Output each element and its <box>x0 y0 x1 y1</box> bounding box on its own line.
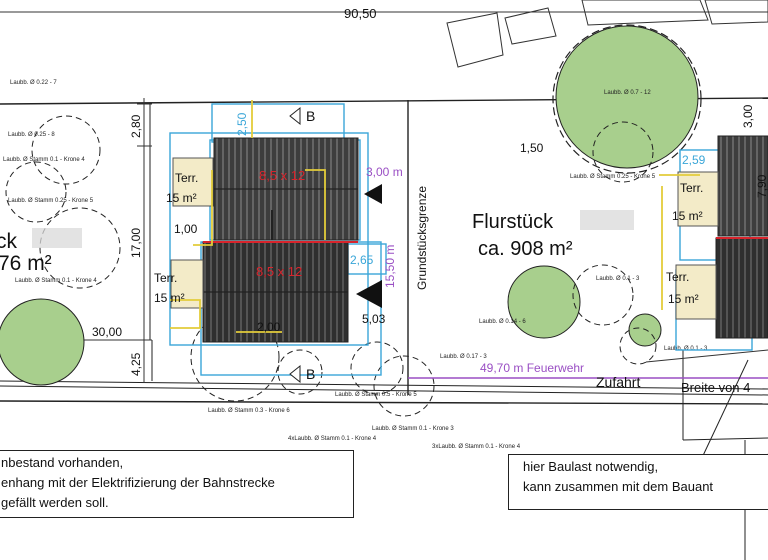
tree-label: Laubb. Ø 0.22 - 7 <box>10 80 57 86</box>
section-marker-top: B <box>306 108 315 124</box>
dim-top-width: 90,50 <box>344 6 377 21</box>
tree-label: 3xLaubb. Ø Stamm 0.1 - Krone 4 <box>432 444 521 450</box>
tree-label: Laubb. Ø 0.1 - 3 <box>664 346 708 352</box>
tree-label: Laubb. Ø Stamm 0.1 - Krone 4 <box>3 157 85 163</box>
tree-label: Laubb. Ø Stamm 0.1 - Krone 4 <box>15 278 97 284</box>
terrace-labels: Terr. 15 m² Terr. 15 m² Terr. 15 m² Terr… <box>154 171 703 306</box>
terrace-area: 15 m² <box>668 292 699 306</box>
tree-labels: Laubb. Ø 0.22 - 7 Laubb. Ø 0.25 - 8 Laub… <box>3 80 708 450</box>
property-boundary-label: Grundstücksgrenze <box>415 186 429 290</box>
note-building-easement: hier Baulast notwendig, kann zusammen mi… <box>508 454 768 510</box>
tree-large-canopy <box>555 25 699 169</box>
tree-left-canopy <box>0 298 85 386</box>
section-markers: B B <box>289 106 382 384</box>
note-line: gefällt werden soll. <box>1 495 109 510</box>
note-tree-removal: nbestand vorhanden, enhang mit der Elekt… <box>0 450 354 518</box>
dim-250: 2,50 <box>235 112 249 136</box>
tree-label: Laubb. Ø 0.25 - 8 <box>8 132 55 138</box>
tree-label: 4xLaubb. Ø Stamm 0.1 - Krone 4 <box>288 436 377 442</box>
dim-425: 4,25 <box>129 352 143 376</box>
tree-label: Laubb. Ø 0.7 - 12 <box>604 90 651 96</box>
dim-100: 1,00 <box>174 222 198 236</box>
terrace-label: Terr. <box>680 181 703 195</box>
tree-label: Laubb. Ø Stamm 0.5 - Krone 5 <box>335 392 417 398</box>
dim-1550m: 15,50 m <box>383 245 397 288</box>
note-line: kann zusammen mit dem Bauant <box>523 479 714 494</box>
plot-left-label: ck <box>0 230 18 253</box>
tree-mid-canopy <box>507 265 581 339</box>
dim-280: 2,80 <box>129 114 143 138</box>
trees-existing <box>0 24 702 386</box>
top-dimension: 90,50 <box>0 6 768 21</box>
dim-503: 5,03 <box>362 312 386 326</box>
terrace-label: Terr. <box>175 171 198 185</box>
terrace-label: Terr. <box>666 270 689 284</box>
neighbour-buildings <box>446 0 768 68</box>
access-label: Zufahrt <box>596 374 640 390</box>
house-label-lower: 8,5 x 12 <box>256 264 302 279</box>
plot-left-area: 76 m² <box>0 252 52 275</box>
terraces <box>170 157 719 320</box>
tree-label: Laubb. Ø Stamm 0.3 - Krone 6 <box>208 408 290 414</box>
dim-259: 2,59 <box>682 153 706 167</box>
dim-265: 2,65 <box>350 253 374 267</box>
plot-right-label: Flurstück <box>472 211 554 233</box>
terrace-label: Terr. <box>154 271 177 285</box>
terrace-area: 15 m² <box>154 291 185 305</box>
terrace-area: 15 m² <box>166 191 197 205</box>
dim-790: 7,90 <box>755 174 768 198</box>
house-labels: 8,5 x 12 8,5 x 12 <box>256 168 305 279</box>
tree-label: Laubb. Ø Stamm 0.25 - Krone 5 <box>570 174 656 180</box>
dim-300m: 3,00 m <box>366 165 403 179</box>
tree-label: Laubb. Ø Stamm 0.25 - Krone 5 <box>8 198 94 204</box>
tree-small-canopy <box>628 313 662 347</box>
tree-label: Laubb. Ø Stamm 0.1 - Krone 3 <box>372 426 454 432</box>
arrow-entrance-lower <box>356 280 382 308</box>
note-line: nbestand vorhanden, <box>1 455 124 470</box>
tree-label: Laubb. Ø 0.17 - 3 <box>440 354 487 360</box>
tree-label: Laubb. Ø 0.1 - 3 <box>596 276 640 282</box>
fire-brigade-distance: 49,70 m Feuerwehr <box>408 349 768 379</box>
plot-right-area: ca. 908 m² <box>478 238 573 260</box>
dim-1700: 17,00 <box>129 228 143 258</box>
dim-200: 2,00 <box>257 320 281 334</box>
yellow-dims <box>170 100 700 333</box>
terrace-area: 15 m² <box>672 209 703 223</box>
dim-300: 3,00 <box>741 104 755 128</box>
dim-3000: 30,00 <box>92 325 122 339</box>
section-marker-bottom: B <box>306 366 315 382</box>
access-labels: Zufahrt Breite von 4 <box>596 374 750 395</box>
arrow-entrance-upper <box>364 184 382 204</box>
note-line: enhang mit der Elektrifizierung der Bahn… <box>1 475 275 490</box>
left-dimensions: 2,80 17,00 4,25 30,00 <box>0 98 152 383</box>
dim-150: 1,50 <box>520 141 544 155</box>
small-dims: 1,00 2,50 2,65 5,03 2,00 3,00 m 15,50 m … <box>174 104 768 334</box>
tree-label: Laubb. Ø 0.14 - 6 <box>479 319 526 325</box>
note-line: hier Baulast notwendig, <box>523 459 659 474</box>
plot-labels: ck 76 m² Flurstück ca. 908 m² <box>0 210 634 275</box>
house-label-upper: 8,5 x 12 <box>259 168 305 183</box>
access-width-label: Breite von 4 <box>681 380 750 395</box>
fire-distance-label: 49,70 m Feuerwehr <box>480 361 584 375</box>
